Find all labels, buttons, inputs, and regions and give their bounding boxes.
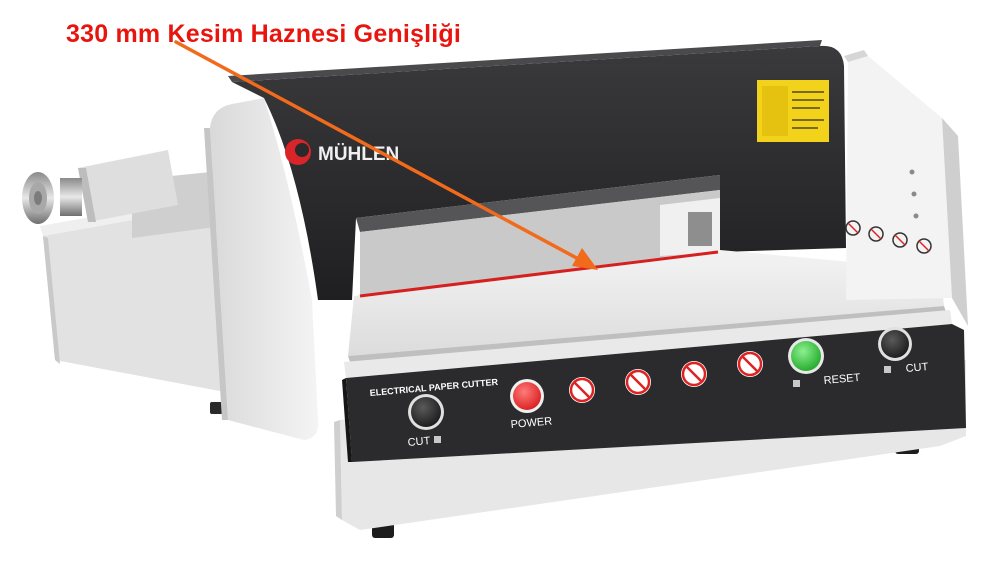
- reset-button[interactable]: [788, 338, 824, 374]
- brand-name: MÜHLEN: [318, 144, 399, 165]
- cut-right-label: CUT: [905, 361, 929, 375]
- cutting-table: [348, 250, 946, 362]
- hand-icon: [434, 436, 441, 443]
- headline: 330 mm Kesim Haznesi Genişliği: [66, 20, 462, 48]
- reset-label: RESET: [823, 372, 861, 387]
- front-safety-pictograms: [569, 351, 763, 403]
- brand-logo: MÜHLEN: [285, 139, 399, 165]
- power-label: POWER: [510, 415, 552, 431]
- safety-pictogram-icon: [681, 361, 707, 387]
- no-hands-icon: [845, 220, 861, 236]
- cut-left-label: CUT: [407, 435, 431, 449]
- safety-pictogram-icon: [625, 369, 651, 395]
- cut-button-left[interactable]: [408, 394, 444, 430]
- no-hands-icon: [892, 232, 908, 248]
- no-hands-icon: [868, 226, 884, 242]
- arrow-head-icon: [572, 248, 598, 270]
- side-safety-pictograms: [845, 220, 932, 254]
- no-hands-icon: [916, 238, 932, 254]
- right-side-housing: [844, 50, 968, 326]
- annotation-arrow: [174, 40, 598, 270]
- hand-icon: [884, 366, 891, 373]
- warning-sticker-icon: [757, 80, 829, 142]
- safety-pictogram-icon: [737, 351, 763, 377]
- laser-cut-line: [359, 250, 719, 298]
- hand-icon: [793, 380, 800, 387]
- safety-pictogram-icon: [569, 377, 595, 403]
- left-side-housing: [204, 98, 319, 440]
- blade-hood: [228, 40, 846, 301]
- power-button[interactable]: [510, 379, 544, 413]
- cutting-window: [360, 190, 720, 300]
- cut-button-right[interactable]: [878, 327, 912, 361]
